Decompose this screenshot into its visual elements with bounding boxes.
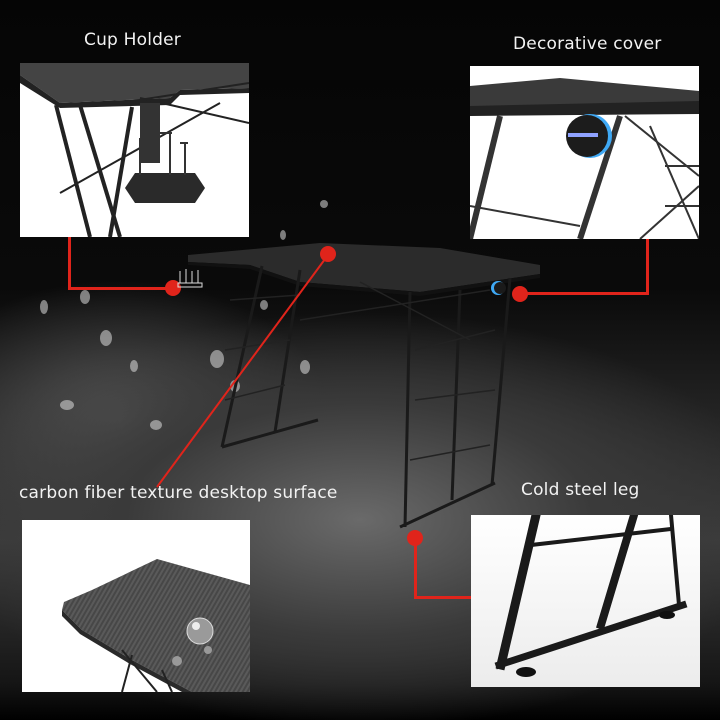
cup-holder-inset-image [20,63,249,237]
desktop-surface-inset-image [22,520,250,692]
cup-holder-icon [20,63,249,237]
cup-holder-label: Cup Holder [84,30,181,50]
decorative-cover-marker [512,286,528,302]
cup-holder-marker [165,280,181,296]
steel-leg-connector-vertical [414,544,417,599]
cup-holder-connector-horizontal [68,287,172,290]
steel-leg-marker [407,530,423,546]
decorative-cover-label: Decorative cover [513,34,662,54]
desktop-surface-label: carbon fiber texture desktop surface [19,483,338,503]
decorative-cover-connector-horizontal [526,292,649,295]
cup-holder-connector-vertical [68,237,71,289]
water-droplet-icon [172,617,214,666]
decorative-cover-connector-vertical [646,239,649,295]
steel-leg-connector-horizontal [414,596,472,599]
led-cover-icon [566,114,612,158]
steel-leg-label: Cold steel leg [521,480,640,500]
decorative-cover-inset-image [470,66,699,239]
steel-leg-inset-image [471,515,700,687]
desktop-surface-marker [320,246,336,262]
